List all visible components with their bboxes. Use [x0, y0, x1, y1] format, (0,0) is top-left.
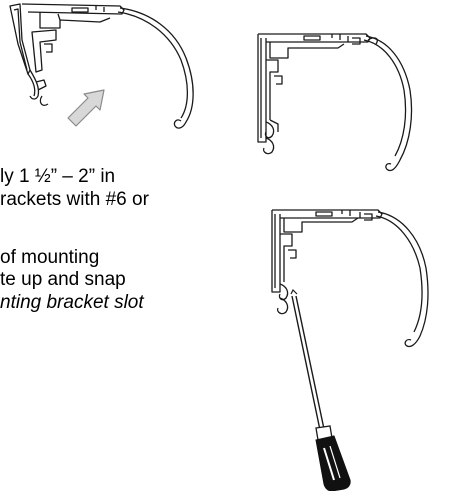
instruction-line-3: of mounting [0, 247, 100, 268]
figure-fascia-mounted [248, 20, 428, 190]
instruction-line-5: nting bracket slot [0, 292, 144, 313]
figure-screwdriver-release [262, 198, 452, 491]
instruction-line-1: ly 1 ½” – 2” in [0, 166, 116, 187]
push-arrow-icon [67, 89, 105, 127]
instruction-line-4: te up and snap [0, 269, 126, 290]
instruction-line-2: rackets with #6 or [0, 189, 149, 210]
figure-hooking-fascia [0, 0, 215, 135]
screwdriver-icon [290, 288, 351, 491]
